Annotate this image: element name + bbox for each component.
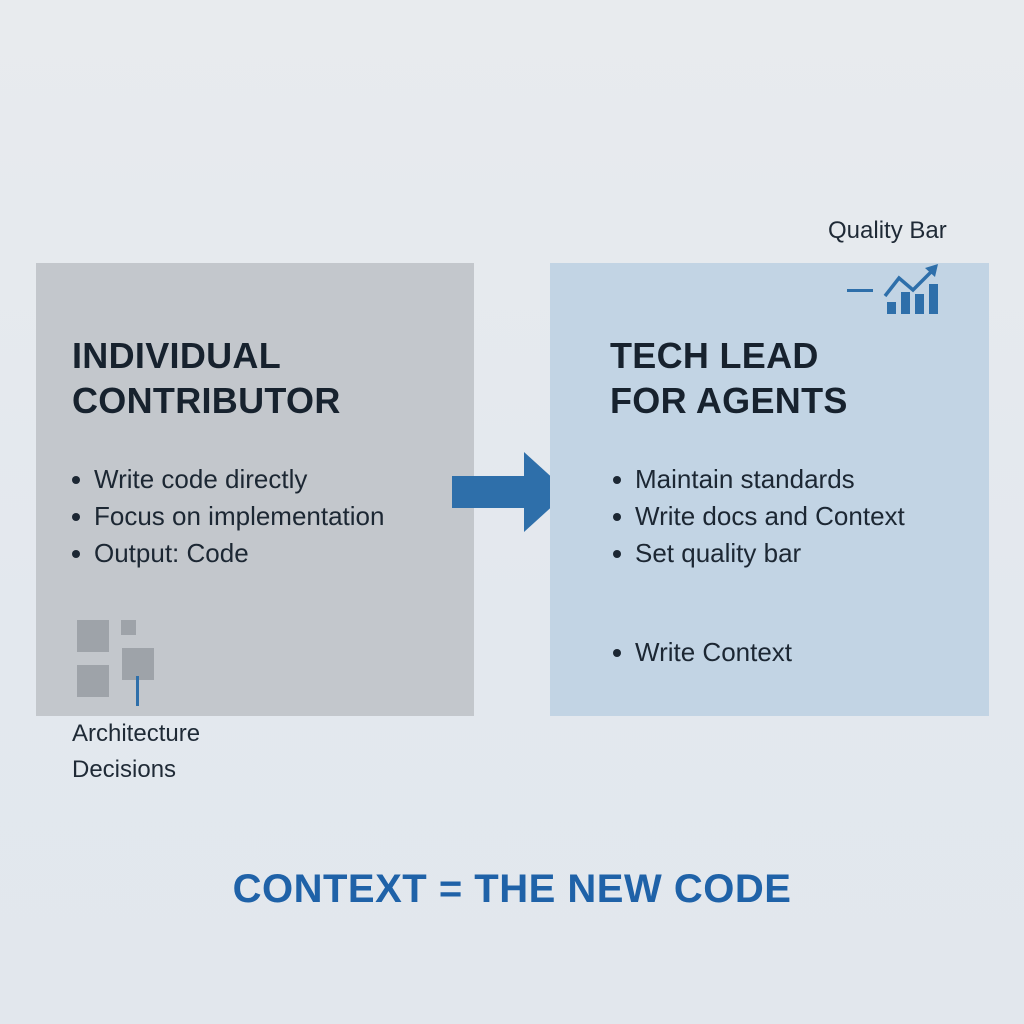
caption-line: Architecture (72, 720, 201, 747)
bullet-dot-icon (613, 550, 621, 558)
bullet-dot-icon (613, 649, 621, 657)
bullet-dot-icon (72, 550, 80, 558)
trending-bar-chart-icon (847, 264, 938, 314)
bullet-dot-icon (72, 476, 80, 484)
tech-lead-panel: TECH LEAD FOR AGENTS Maintain standards … (550, 263, 989, 716)
bullet-dot-icon (613, 476, 621, 484)
bullet-dot-icon (613, 513, 621, 521)
bullet-item: Set quality bar (613, 535, 905, 572)
title-line: INDIVIDUAL (72, 335, 281, 376)
bullet-item: Write docs and Context (613, 498, 905, 535)
tech-lead-extra-bullets: Write Context (613, 634, 792, 671)
bullet-text: Write docs and Context (635, 501, 905, 531)
title-line: TECH LEAD (610, 335, 819, 376)
bullet-text: Write Context (635, 637, 793, 667)
architecture-decisions-caption: Architecture Decisions (72, 716, 200, 788)
bullet-text: Output: Code (94, 538, 249, 568)
bullet-text: Focus on implementation (94, 501, 385, 531)
title-line: CONTRIBUTOR (72, 380, 341, 421)
tagline: CONTEXT = THE NEW CODE (232, 867, 792, 911)
caption-line: Decisions (72, 756, 177, 783)
bullet-item: Write Context (613, 634, 792, 671)
bullet-item: Maintain standards (613, 461, 905, 498)
right-arrow-icon (452, 452, 568, 532)
individual-contributor-title: INDIVIDUAL CONTRIBUTOR (72, 333, 341, 423)
bullet-dot-icon (72, 513, 80, 521)
individual-contributor-bullets: Write code directly Focus on implementat… (72, 461, 384, 572)
bullet-text: Set quality bar (635, 538, 802, 568)
title-line: FOR AGENTS (610, 380, 848, 421)
bullet-item: Output: Code (72, 535, 384, 572)
quality-bar-label: Quality Bar (828, 217, 947, 244)
tech-lead-bullets: Maintain standards Write docs and Contex… (613, 461, 905, 572)
bullet-text: Maintain standards (635, 464, 855, 494)
tech-lead-title: TECH LEAD FOR AGENTS (610, 333, 848, 423)
bullet-item: Focus on implementation (72, 498, 384, 535)
individual-contributor-panel: INDIVIDUAL CONTRIBUTOR Write code direct… (36, 263, 474, 716)
bullet-text: Write code directly (94, 464, 308, 494)
architecture-blocks-icon (71, 620, 154, 710)
bullet-item: Write code directly (72, 461, 384, 498)
